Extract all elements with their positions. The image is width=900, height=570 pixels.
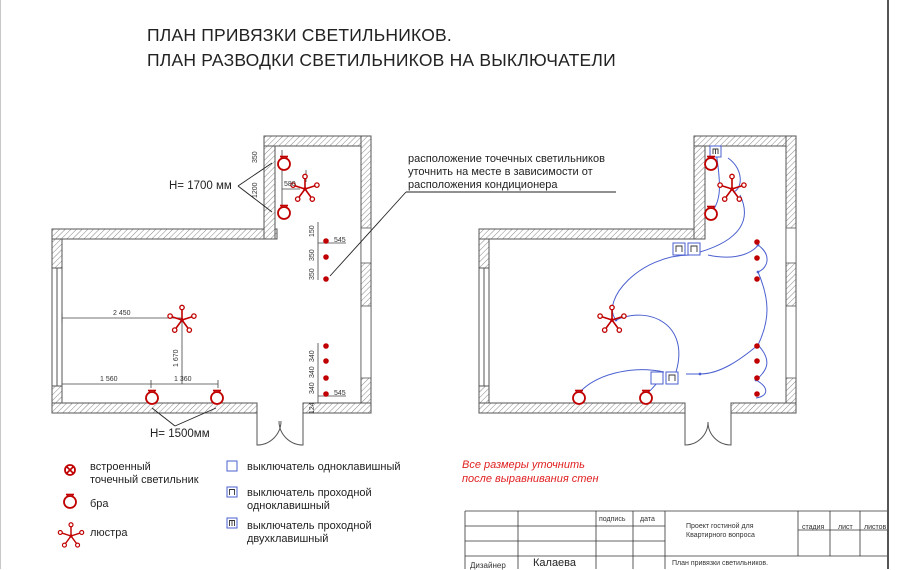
dim-1560: 1 560: [100, 376, 118, 383]
legend-symbols: [57, 460, 238, 548]
dim-1200: 1200: [252, 182, 259, 198]
left-plan: [51, 135, 616, 446]
stamp-designer-name: Калаева: [533, 557, 577, 569]
sheet-frame-left: [0, 0, 1, 569]
stamp-podpis: подпись: [599, 516, 626, 523]
dim-1670: 1 670: [173, 349, 180, 367]
stamp-project-line1: Проект гостиной для: [686, 523, 754, 530]
dim-150: 150: [309, 225, 316, 237]
height-label-bra-bottom: H= 1500мм: [150, 428, 210, 440]
dim-350-b: 350: [309, 249, 316, 261]
dim-350: 350: [252, 151, 259, 163]
legend-switch-pass-double: выключатель проходной двухклавишный: [247, 520, 372, 545]
dim-350-c: 350: [309, 268, 316, 280]
stamp-project-line2: Квартирного вопроса: [686, 532, 755, 539]
legend-switch-single: выключатель одноклавишный: [247, 461, 401, 473]
stamp-designer-role: Дизайнер: [470, 561, 506, 570]
dim-124: 124: [309, 402, 316, 414]
stamp-sheet-title: План привязки светильников.: [672, 560, 769, 567]
right-plan: [478, 135, 797, 446]
stamp-list: лист: [838, 524, 853, 531]
legend-bra: бра: [90, 498, 109, 510]
dimensions-remark: Все размеры уточнить после выравнивания …: [462, 459, 599, 485]
dim-2450: 2 450: [113, 310, 131, 317]
dim-580: 580: [284, 181, 296, 188]
stamp-stadia: стадия: [802, 524, 825, 531]
dim-545-bottom: 545: [334, 390, 346, 397]
sheet-frame-right: [887, 0, 889, 569]
page-title-line2: ПЛАН РАЗВОДКИ СВЕТИЛЬНИКОВ НА ВЫКЛЮЧАТЕЛ…: [147, 50, 616, 70]
stamp-listov: листов: [864, 524, 887, 531]
dim-545-top: 545: [334, 237, 346, 244]
legend-spot-light: встроенный точечный светильник: [90, 461, 199, 486]
dim-340-c: 340: [309, 382, 316, 394]
legend-chandelier: люстра: [90, 527, 128, 539]
dim-340-a: 340: [309, 350, 316, 362]
spot-placement-note: расположение точечных светильников уточн…: [408, 153, 605, 191]
dim-1360: 1 360: [174, 376, 192, 383]
page-title-line1: ПЛАН ПРИВЯЗКИ СВЕТИЛЬНИКОВ.: [147, 25, 452, 45]
dim-340-b: 340: [309, 366, 316, 378]
height-label-bra-top: H= 1700 мм: [169, 180, 232, 192]
legend-switch-pass-single: выключатель проходной одноклавишный: [247, 487, 372, 512]
stamp-data: дата: [640, 516, 655, 523]
title-block: [464, 510, 887, 569]
